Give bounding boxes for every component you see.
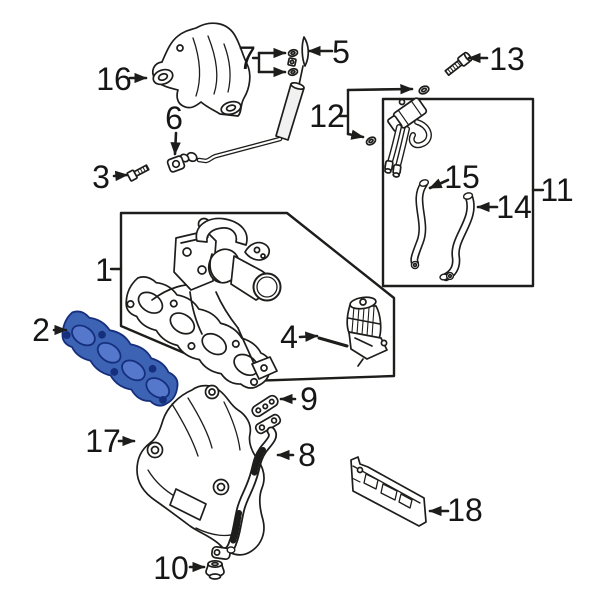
callout-11[interactable]: 11	[540, 172, 573, 208]
callout-1[interactable]: 1	[95, 252, 113, 288]
part-3-bolt[interactable]	[126, 163, 150, 182]
part-18-heat-shield-panel[interactable]	[350, 456, 427, 527]
callout-10[interactable]: 10	[153, 550, 189, 586]
part-12-o-rings[interactable]	[365, 85, 430, 147]
part-14-hose[interactable]	[439, 192, 475, 282]
part-17-heat-shield[interactable]	[136, 384, 265, 556]
callout-12[interactable]: 12	[309, 98, 345, 134]
part-5-oil-feed-pipe[interactable]	[179, 36, 310, 164]
part-13-bolt[interactable]	[444, 51, 473, 77]
callout-6[interactable]: 6	[165, 100, 183, 136]
part-7-o-rings[interactable]	[287, 48, 299, 77]
part-9-gasket[interactable]	[250, 394, 279, 418]
callout-17[interactable]: 17	[85, 423, 121, 459]
gasket-ports	[71, 324, 171, 399]
callout-arrows	[52, 45, 545, 573]
part-8-oil-return-tube[interactable]	[210, 413, 282, 561]
part-4-wastegate-actuator[interactable]	[317, 296, 388, 367]
callout-14[interactable]: 14	[496, 189, 532, 225]
callout-13[interactable]: 13	[489, 41, 525, 77]
callout-5[interactable]: 5	[332, 34, 350, 70]
callout-7[interactable]: 7	[238, 40, 256, 76]
part-15-hose[interactable]	[410, 179, 430, 270]
callout-16[interactable]: 16	[96, 61, 132, 97]
callout-18[interactable]: 18	[447, 492, 483, 528]
callout-4[interactable]: 4	[280, 319, 298, 355]
part-11-solenoid-valve[interactable]	[384, 97, 432, 178]
part-1-turbocharger-assembly[interactable]	[116, 217, 282, 399]
callout-labels: 1 2 3 4 5 6 7 8 9 10 11 12 13 14 15 16 1…	[32, 34, 574, 586]
callout-15[interactable]: 15	[444, 159, 480, 195]
part-2-exhaust-manifold-gasket-highlighted[interactable]	[53, 304, 187, 414]
callout-2[interactable]: 2	[32, 312, 50, 348]
callout-3[interactable]: 3	[92, 159, 110, 195]
callout-9[interactable]: 9	[300, 381, 318, 417]
callout-8[interactable]: 8	[298, 437, 316, 473]
part-6-fitting-nut[interactable]	[166, 155, 186, 173]
part-10-nut[interactable]	[205, 559, 225, 580]
part-16-bracket[interactable]	[151, 22, 251, 117]
